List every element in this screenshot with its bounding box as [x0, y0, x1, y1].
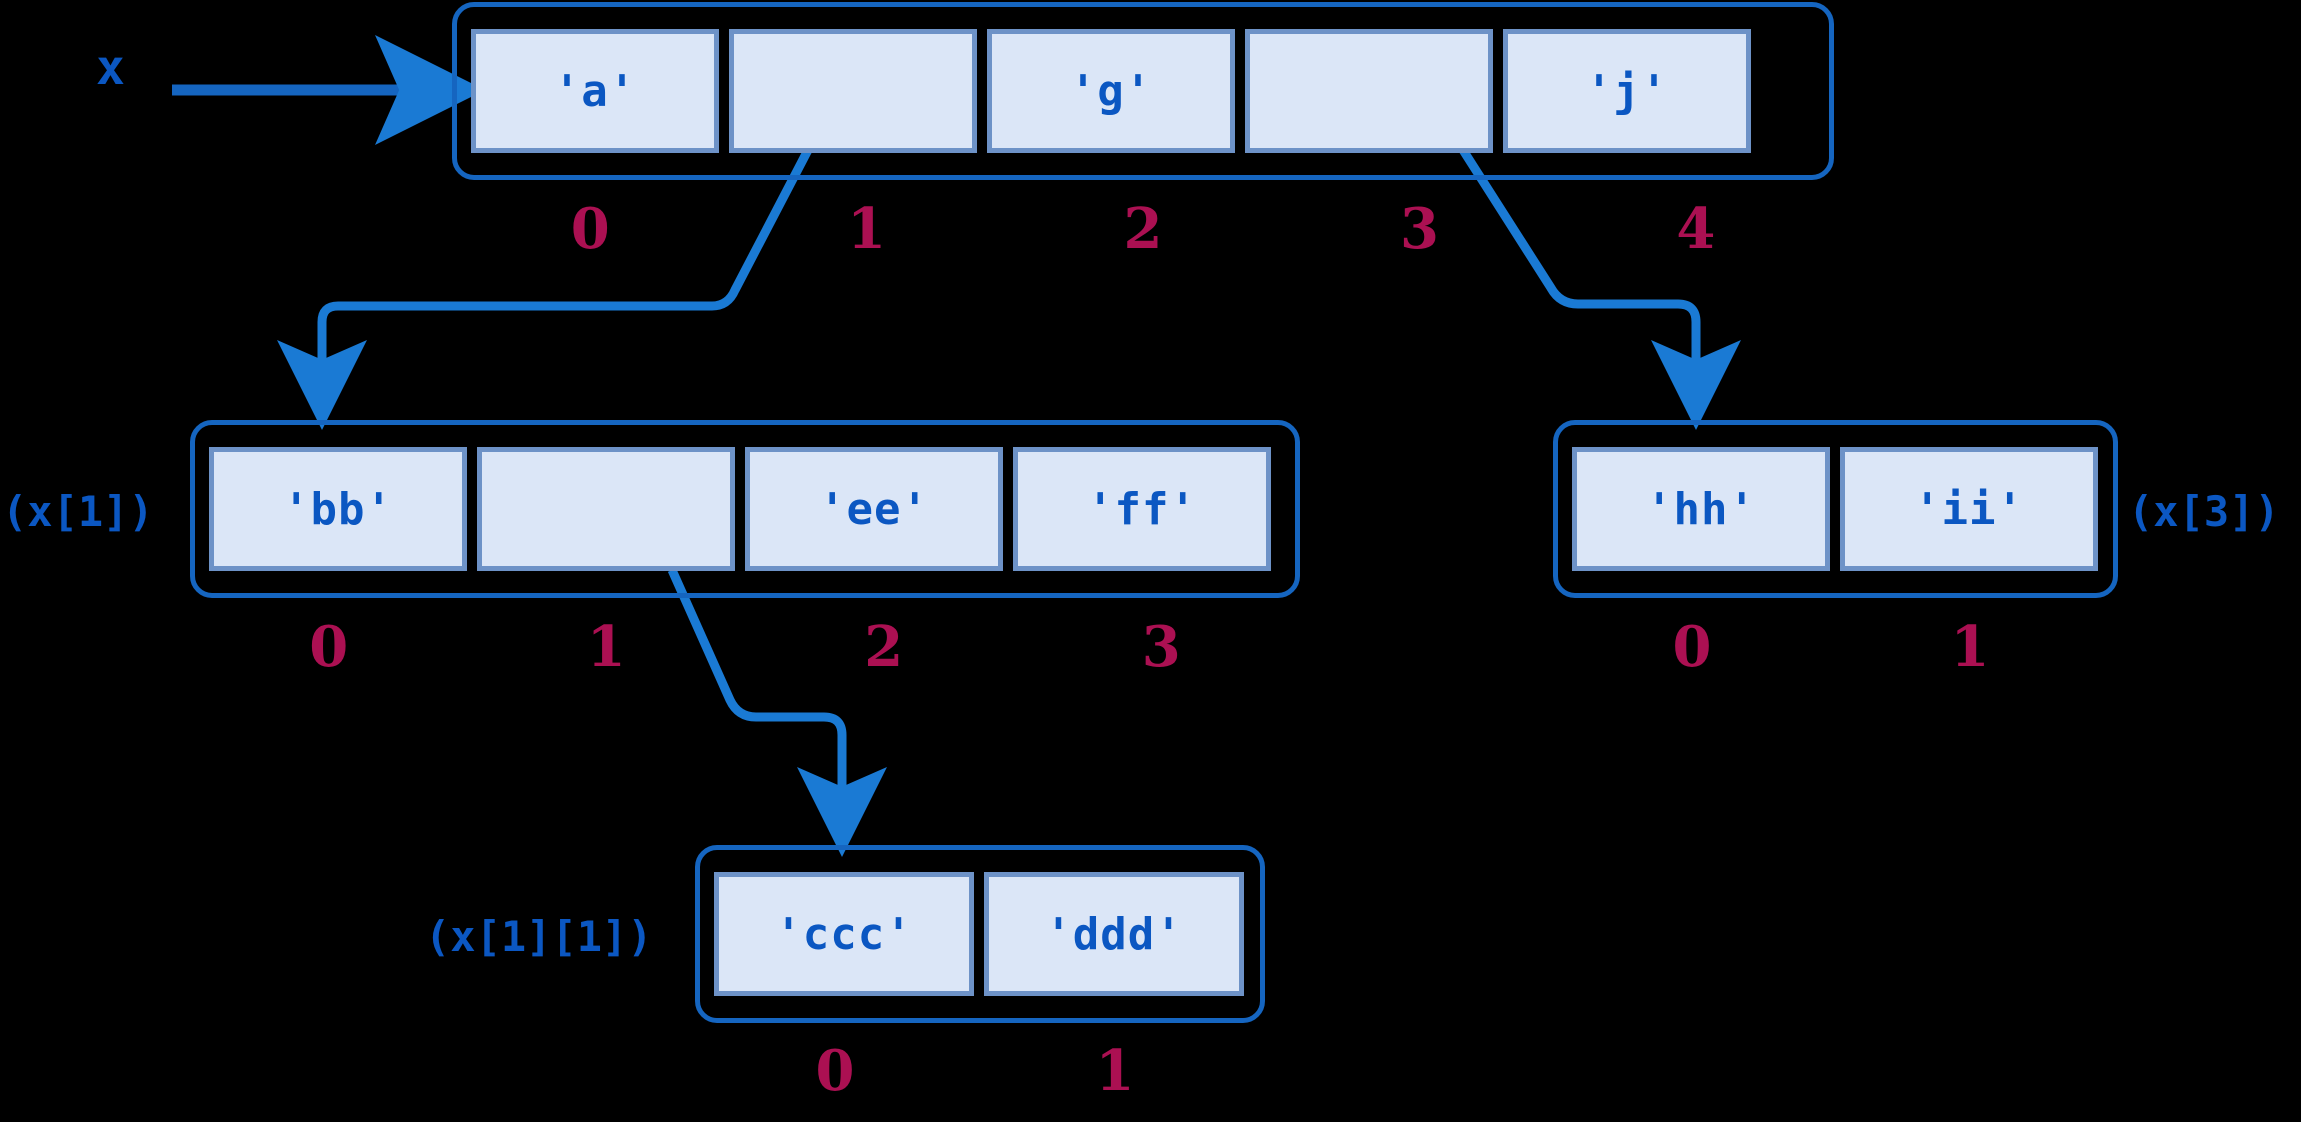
- array-x-index-0: 0: [570, 196, 610, 262]
- array-x3: 'hh' 'ii': [1553, 420, 2118, 598]
- array-x1-index-ruler: 0 1 2 3: [190, 614, 1300, 680]
- array-x3-cells: 'hh' 'ii': [1567, 447, 2103, 571]
- array-x-cell-3[interactable]: [1245, 29, 1493, 153]
- array-x1-1-index-ruler: 0 1: [695, 1038, 1265, 1104]
- array-x1-1-cell-1[interactable]: 'ddd': [984, 872, 1244, 996]
- array-label-x1: (x[1]): [2, 487, 154, 536]
- array-x1-1-index-1: 1: [1095, 1038, 1135, 1104]
- array-label-x3: (x[3]): [2128, 487, 2280, 536]
- array-x1-cell-3[interactable]: 'ff': [1013, 447, 1271, 571]
- array-x3-index-ruler: 0 1: [1553, 614, 2118, 680]
- array-x-index-2: 2: [1123, 196, 1163, 262]
- array-x1: 'bb' 'ee' 'ff': [190, 420, 1300, 598]
- array-x3-index-1: 1: [1950, 614, 1990, 680]
- array-x1-cells: 'bb' 'ee' 'ff': [204, 447, 1276, 571]
- array-x3-cell-0[interactable]: 'hh': [1572, 447, 1830, 571]
- array-label-x1-1: (x[1][1]): [425, 912, 653, 961]
- array-x-cell-1[interactable]: [729, 29, 977, 153]
- array-x3-index-0: 0: [1672, 614, 1712, 680]
- array-x-cell-2[interactable]: 'g': [987, 29, 1235, 153]
- x1-reference-arrow: [277, 147, 812, 430]
- array-x1-index-1: 1: [586, 614, 626, 680]
- array-x1-cell-1[interactable]: [477, 447, 735, 571]
- array-x3-cell-1[interactable]: 'ii': [1840, 447, 2098, 571]
- x3-reference-arrow: [1459, 147, 1741, 430]
- array-x-index-4: 4: [1676, 196, 1716, 262]
- array-x-cells: 'a' 'g' 'j': [466, 29, 1756, 153]
- array-x-index-1: 1: [847, 196, 887, 262]
- x1-1-reference-arrow: [667, 568, 887, 857]
- array-x1-cell-2[interactable]: 'ee': [745, 447, 1003, 571]
- array-x1-1-cells: 'ccc' 'ddd': [709, 872, 1249, 996]
- array-x-cell-0[interactable]: 'a': [471, 29, 719, 153]
- array-x: 'a' 'g' 'j': [452, 2, 1834, 180]
- array-x1-index-2: 2: [864, 614, 904, 680]
- pointer-label-x: x: [96, 40, 125, 96]
- array-x1-cell-0[interactable]: 'bb': [209, 447, 467, 571]
- array-x-index-3: 3: [1399, 196, 1439, 262]
- array-x1-index-0: 0: [309, 614, 349, 680]
- array-x1-1: 'ccc' 'ddd': [695, 845, 1265, 1023]
- array-x-cell-4[interactable]: 'j': [1503, 29, 1751, 153]
- array-x1-1-cell-0[interactable]: 'ccc': [714, 872, 974, 996]
- array-x-index-ruler: 0 1 2 3 4: [452, 196, 1834, 262]
- array-x1-1-index-0: 0: [815, 1038, 855, 1104]
- array-x1-index-3: 3: [1141, 614, 1181, 680]
